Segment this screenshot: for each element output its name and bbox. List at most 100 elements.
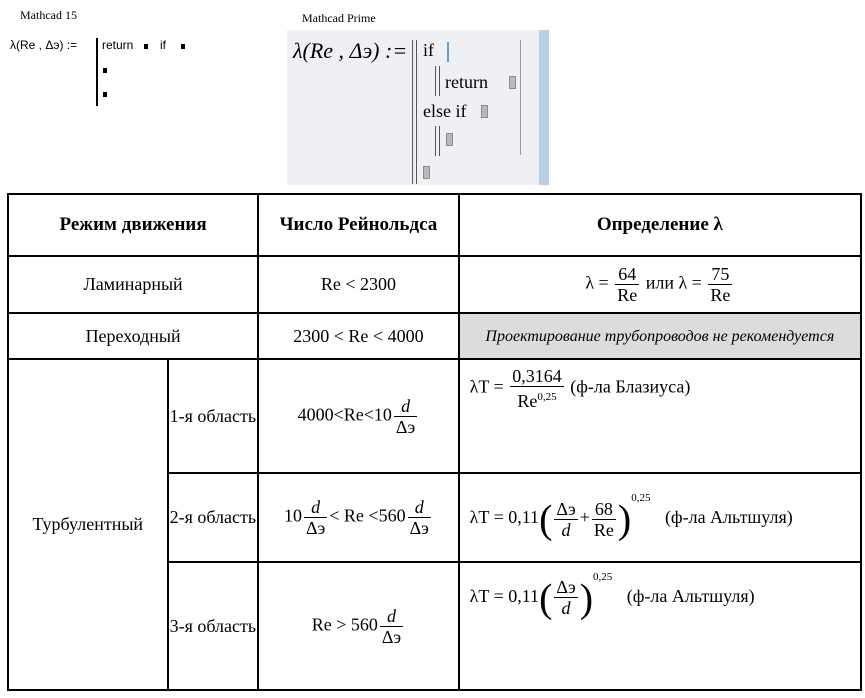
mathcad15-caption: Mathcad 15 [20, 8, 77, 22]
zone-2-author: (ф-ла Альтшуля) [664, 507, 793, 528]
zone-3-re-den: Δэ [381, 626, 402, 647]
zone-2-re-num-a: d [303, 497, 328, 518]
header-reynolds: Число Рейнольдса [257, 193, 460, 257]
header-lambda: Определение λ [457, 193, 863, 257]
zone-1: 1-я область [166, 358, 260, 474]
zone-2: 2-я область [166, 472, 260, 563]
laminar-lambda-prefix: λ = [585, 272, 609, 293]
left-paren: ( [539, 575, 553, 621]
zone-2-re-pre: 10 [283, 505, 302, 526]
zone-1-re-den: Δэ [395, 416, 416, 437]
blasius-den: Re0,25 [510, 387, 564, 411]
zone-1-re-left: 4000<Re<10 [297, 404, 392, 425]
zone-2-re-mid: < Re <560 [329, 505, 406, 526]
mathcad-prime-caption: Mathcad Prime [302, 11, 376, 25]
table-header-row: Режим движения Число Рейнольдса Определе… [6, 193, 863, 257]
zone-2-plus: + [579, 507, 590, 528]
text-cursor [447, 42, 449, 62]
else-if-placeholder[interactable] [481, 105, 488, 118]
program-bar-outer [412, 40, 413, 184]
zone-2-re-num-b: d [407, 497, 431, 518]
blasius-exp: 0,25 [537, 391, 557, 403]
laminar-num-64: 64 [615, 264, 640, 285]
prime-function-definition: λ(Re , Δэ) := [293, 38, 408, 63]
blasius-den-re: Re [517, 391, 538, 411]
transition-re: 2300 < Re < 4000 [257, 312, 460, 360]
right-paren: ) [579, 575, 594, 621]
zone-3-re-num: d [379, 606, 404, 627]
zone-2-b-den: Re [593, 519, 614, 540]
if-block-bar-2 [439, 66, 440, 96]
else-block-bar [435, 126, 436, 156]
if-keyword: if [160, 38, 166, 52]
zone-2-b-num: 68 [591, 499, 616, 520]
zone-3-lambda-prefix: λT = 0,11 [469, 586, 540, 606]
else-block-bar-2 [439, 126, 440, 156]
else-if-keyword: else if [423, 101, 467, 121]
zone-3-a-num: Δэ [554, 577, 578, 599]
placeholder-3[interactable] [103, 68, 107, 73]
zone-3-author: (ф-ла Альтшуля) [626, 586, 755, 606]
laminar-den-re: Re [617, 285, 638, 305]
placeholder-4[interactable] [103, 92, 107, 97]
mathcad15-program: λ(Re , Δэ) := return if [8, 36, 208, 106]
zone-2-exp: 0,25 [631, 492, 651, 505]
transition-mode: Переходный [6, 312, 260, 360]
zone-2-re-den-b: Δэ [409, 518, 429, 538]
zone-3-re-left: Re > 560 [311, 614, 378, 635]
if-keyword: if [423, 40, 434, 60]
laminar-num-75: 75 [708, 264, 733, 285]
zone-3-a-den: d [561, 598, 571, 619]
region-edge [520, 40, 521, 155]
zone-3: 3-я область [166, 561, 260, 691]
left-paren: ( [539, 496, 553, 542]
program-bar [96, 38, 98, 106]
placeholder-1[interactable] [144, 44, 148, 49]
zone-2-a-den: d [561, 519, 571, 540]
laminar-mode: Ламинарный [6, 255, 260, 314]
placeholder-2[interactable] [181, 44, 185, 49]
region-border [539, 30, 549, 185]
mathcad-prime-program: λ(Re , Δэ) := if return else if [287, 30, 549, 185]
blasius-author: (ф-ла Блазиуса) [570, 376, 691, 397]
else-block-placeholder[interactable] [446, 133, 453, 146]
return-keyword: return [102, 38, 134, 52]
laminar-den-re-2: Re [710, 285, 731, 305]
zone-2-lambda-prefix: λT = 0,11 [469, 507, 540, 528]
return-keyword: return [445, 72, 488, 92]
program-end-placeholder[interactable] [423, 166, 430, 179]
blasius-num: 0,3164 [510, 366, 564, 387]
return-placeholder[interactable] [509, 76, 516, 89]
zone-1-re-num: d [393, 396, 418, 417]
if-block-bar [435, 66, 436, 96]
mathcad15-function-definition: λ(Re , Δэ) := [10, 38, 78, 52]
laminar-or: или [645, 272, 674, 293]
table-row-transition: Переходный 2300 < Re < 4000 Проектирован… [6, 312, 863, 360]
flow-regimes-table: Режим движения Число Рейнольдса Определе… [6, 193, 863, 691]
header-mode: Режим движения [6, 193, 260, 257]
zone-2-re-den-a: Δэ [305, 518, 326, 538]
zone-3-exp: 0,25 [593, 571, 613, 583]
transition-note: Проектирование трубопроводов не рекоменд… [457, 312, 863, 360]
program-bar-outer-2 [416, 40, 417, 184]
zone-1-lambda-prefix: λT = [469, 376, 504, 397]
